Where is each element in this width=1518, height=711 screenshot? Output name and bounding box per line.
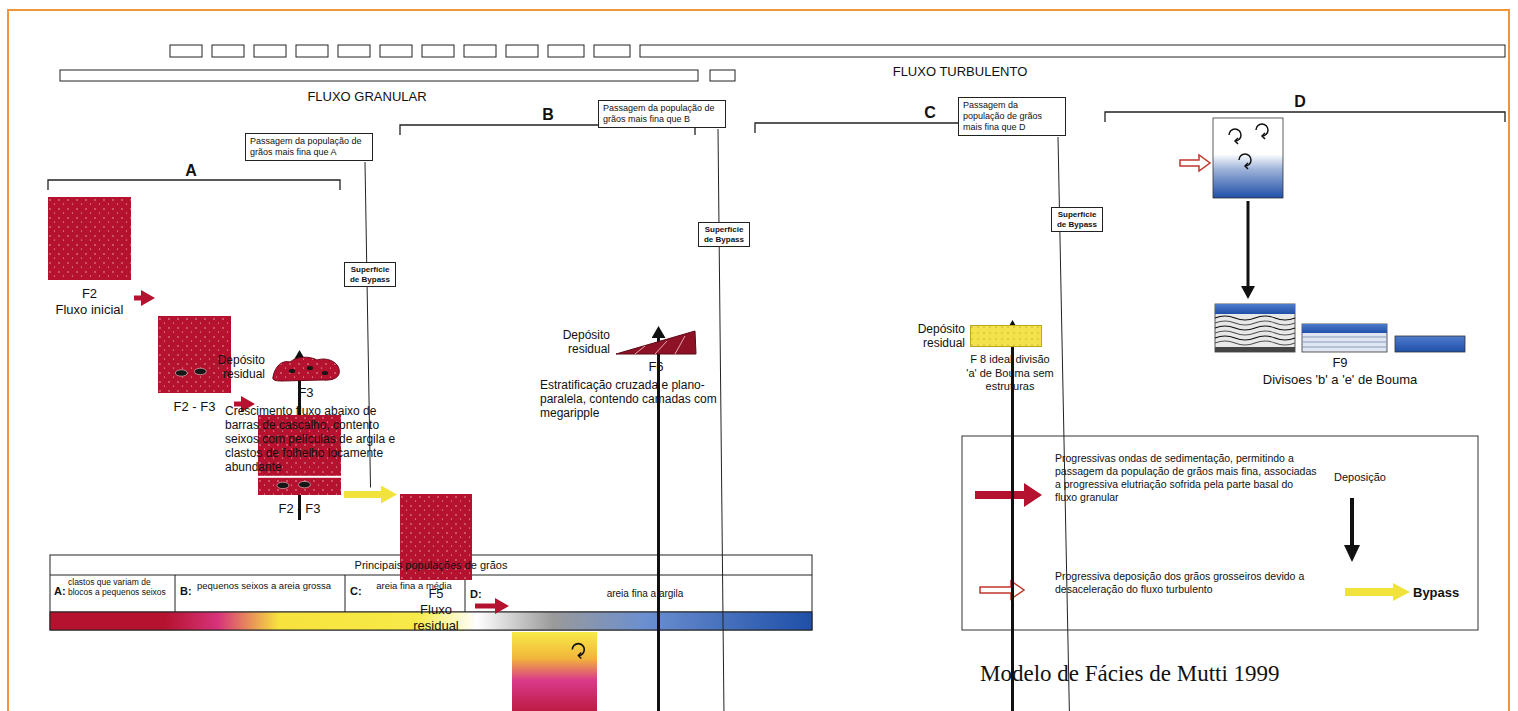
deposit-shape (270, 352, 342, 382)
label-box: areia fina a argila (545, 587, 745, 600)
table-cell: areia fina a média (368, 580, 460, 591)
bypass-surface-box: Superfície de Bypass (344, 262, 396, 287)
label-box: C (921, 103, 939, 123)
facies-fill (512, 632, 597, 711)
callout-box: Passagem da população de grãos mais fina… (958, 97, 1066, 136)
deposit-description: Estratificação cruzada e plano-paralela,… (540, 378, 740, 420)
facies-code: F6 (615, 359, 697, 375)
flow-stage-box: F5 (512, 632, 597, 711)
label-box: C: (350, 584, 366, 598)
label-box: FLUXO TURBULENTO (880, 64, 1040, 80)
bypass-surface-box: Superfície de Bypass (1051, 207, 1103, 232)
label-box: B (539, 105, 557, 125)
deposit-shape (615, 328, 697, 356)
deposit-description: F 8 ideal divisão 'a' de Bouma sem estru… (965, 353, 1055, 394)
connector-group (134, 298, 1086, 711)
callout-text: Passagem da população de grãos mais fina… (963, 100, 1061, 133)
flow-type-label: FLUXO GRANULAR (287, 89, 447, 105)
label-box: areia fina a média (368, 580, 460, 591)
legend-text: Progressiva deposição dos grãos grosseir… (1055, 570, 1317, 596)
figure-caption: Modelo de Fácies de Mutti 1999 (980, 660, 1420, 688)
table-title: Principais populações de grãos (50, 558, 812, 572)
legend-text: Deposição (1322, 470, 1398, 484)
deposit-label: Depósito residual (905, 322, 965, 350)
bouma-layers (1210, 302, 1470, 354)
facies-code: F3 (270, 385, 342, 401)
facies-code: F9 (1210, 354, 1470, 371)
label-box: D (1291, 92, 1309, 112)
legend-entry: Deposição (1322, 470, 1398, 484)
label-box: A: (54, 584, 68, 598)
legend-text: Progressivas ondas de sedimentação, perm… (1055, 452, 1317, 504)
callout-box: Passagem da população de grãos mais fina… (598, 100, 726, 128)
leader-group (365, 129, 1078, 711)
caption-box: Modelo de Fácies de Mutti 1999 (980, 660, 1420, 688)
label-box: FLUXO GRANULAR (287, 89, 447, 105)
bypass-surface-box: Superfície de Bypass (698, 222, 750, 247)
facies-square (48, 197, 131, 280)
deposit-row: Depósito residual (905, 322, 1065, 350)
table-cell: clastos que variam de blocos a pequenos … (68, 577, 172, 597)
bypass-text: Superfície de Bypass (347, 265, 393, 284)
table-cell: pequenos seixos a areia grossa (197, 580, 342, 591)
flow-type-label: FLUXO TURBULENTO (880, 64, 1040, 80)
flow-bars (60, 45, 1505, 81)
group-letter: C (921, 103, 939, 123)
table-cell: areia fina a argila (545, 587, 745, 600)
callout-box: Passagem da população de grãos mais fina… (245, 133, 373, 161)
flow-name: F2 - F3 (158, 399, 231, 415)
table-key: A: (54, 584, 68, 598)
legend-box (962, 436, 1478, 630)
bypass-text: Superfície de Bypass (701, 225, 747, 244)
flow-stage-box: F2Fluxo inicial (48, 197, 131, 318)
page-frame (8, 10, 1509, 711)
flow-name: Fluxo inicial (48, 302, 131, 318)
legend-entry: Bypass (1413, 585, 1475, 601)
deposit-shape (970, 325, 1042, 347)
residual-deposit: Depósito residualF6Estratificação cruzad… (555, 328, 755, 420)
label-box: B: (180, 584, 196, 598)
deposit-row: Depósito residual (555, 328, 755, 356)
label-box: Principais populações de grãos (50, 558, 812, 572)
deposit-description: Divisoes 'b' a 'e' de Bouma (1210, 371, 1470, 388)
residual-deposit: Depósito residualF3Crescimento fluxo aba… (205, 352, 405, 474)
table-key: B: (180, 584, 196, 598)
facies-code: F2 (48, 286, 131, 302)
residual-deposit: Depósito residualF 8 ideal divisão 'a' d… (905, 322, 1065, 394)
legend-entry: Progressivas ondas de sedimentação, perm… (1055, 452, 1317, 504)
residual-flow-square (1180, 118, 1283, 299)
flow-name: Fluxo residual (400, 602, 472, 634)
flow-name: F2 - F3 (258, 501, 341, 517)
bypass-arrow (344, 491, 381, 498)
group-letter: A (182, 161, 200, 181)
label-box: A (182, 161, 200, 181)
leader-line (718, 129, 725, 711)
deposit-description: Crescimento fluxo abaixo de barras de ca… (225, 404, 400, 474)
facies-square (512, 632, 597, 711)
table-key: D: (470, 587, 486, 601)
sedimentation-arrow (134, 296, 141, 301)
callout-text: Passagem da população de grãos mais fina… (250, 136, 368, 158)
deposit-sequence: F9Divisoes 'b' a 'e' de Bouma (1210, 302, 1470, 388)
label-box: clastos que variam de blocos a pequenos … (68, 577, 172, 597)
deposit-row: Depósito residual (205, 352, 405, 382)
group-brackets (48, 112, 1505, 190)
deposit-label: Depósito residual (205, 353, 265, 381)
deposit-label: Depósito residual (555, 328, 610, 356)
group-letter: D (1291, 92, 1309, 112)
bypass-text: Superfície de Bypass (1054, 210, 1100, 229)
label-box: D: (470, 587, 486, 601)
group-letter: B (539, 105, 557, 125)
callout-text: Passagem da população de grãos mais fina… (603, 103, 721, 125)
label-box: pequenos seixos a areia grossa (197, 580, 342, 591)
legend-entry: Progressiva deposição dos grãos grosseir… (1055, 570, 1317, 596)
table-key: C: (350, 584, 366, 598)
sedimentation-arrow (475, 604, 495, 609)
facies-fill (48, 197, 131, 280)
legend-text: Bypass (1413, 585, 1475, 601)
